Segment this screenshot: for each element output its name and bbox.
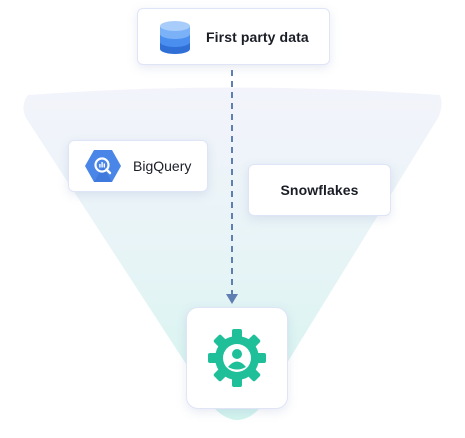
bigquery-label: BigQuery: [133, 158, 192, 174]
user-gear-icon: [208, 329, 266, 387]
source-label: First party data: [206, 28, 309, 45]
snowflakes-card[interactable]: Snowflakes: [248, 164, 391, 216]
bigquery-card[interactable]: BigQuery: [68, 140, 208, 192]
first-party-data-card[interactable]: First party data: [137, 8, 330, 65]
snowflakes-label: Snowflakes: [280, 182, 359, 198]
bigquery-icon: [85, 150, 121, 182]
database-icon: [160, 20, 190, 54]
user-gear-hub-card[interactable]: [186, 307, 288, 409]
